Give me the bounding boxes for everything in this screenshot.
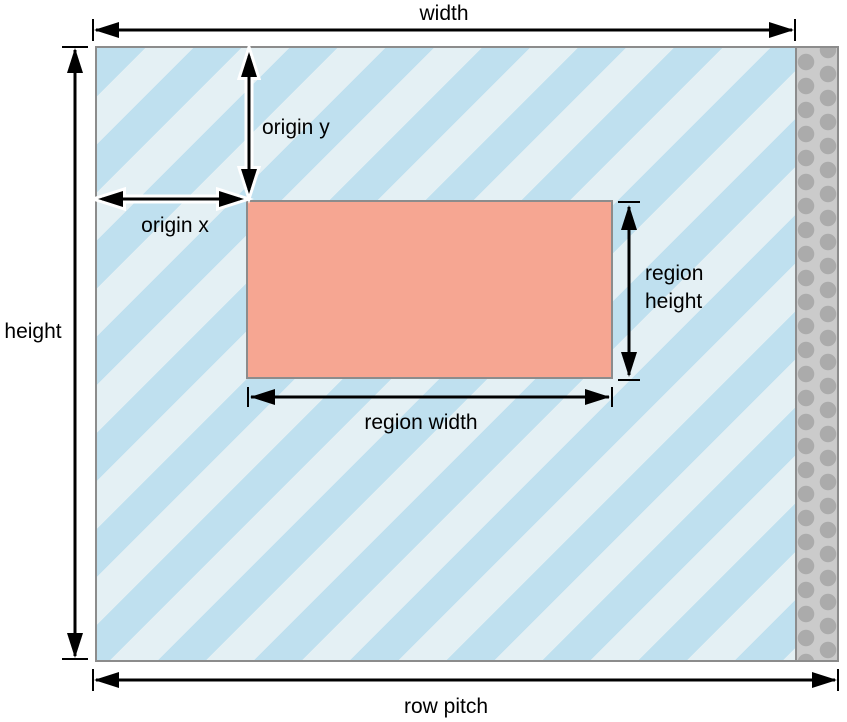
region-rect xyxy=(246,200,613,379)
region-width-label: region width xyxy=(364,411,478,434)
row-pitch-arrow xyxy=(92,669,839,691)
height-label: height xyxy=(4,320,62,343)
width-label: width xyxy=(419,2,469,25)
origin-x-label: origin x xyxy=(141,214,209,237)
height-arrow xyxy=(62,46,88,660)
row-pitch-label: row pitch xyxy=(403,695,489,718)
region-height-label: region height xyxy=(645,262,704,313)
row-padding-strip xyxy=(795,48,837,660)
image-buffer-rect xyxy=(95,46,839,662)
origin-y-label: origin y xyxy=(262,116,330,139)
